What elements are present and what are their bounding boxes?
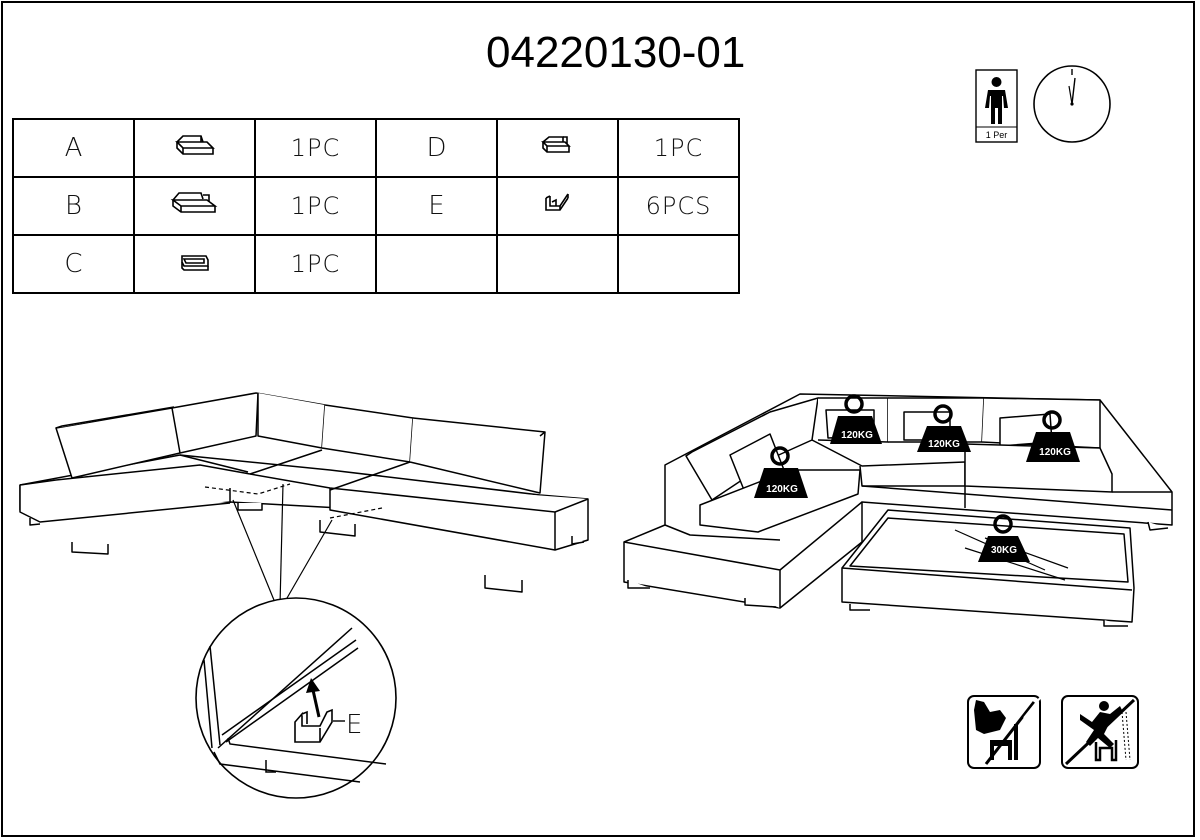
corner-sofa-section-icon [133, 234, 256, 294]
weight-limit-label: 120KG [1039, 447, 1071, 458]
weight-limit-icon [978, 514, 1030, 562]
part-letter: B [12, 176, 135, 236]
weight-limit-icon [754, 446, 808, 498]
ottoman-section-icon [496, 118, 619, 178]
detail-callout-lines [232, 483, 333, 606]
no-jumping-on-seat-icon [1061, 695, 1139, 769]
document-code: 04220130-01 [486, 28, 746, 77]
parts-row: A 1PC D 1PC [12, 118, 740, 178]
weight-limit-label: 30KG [991, 545, 1017, 556]
connector-position-lines [204, 483, 383, 519]
sectional-sofa-drawing [19, 392, 589, 593]
part-letter: E [375, 176, 498, 236]
weight-limit-label: 120KG [928, 439, 960, 450]
empty-cell [617, 234, 740, 294]
detail-magnifier [195, 597, 397, 799]
parts-row: C 1PC [12, 234, 740, 294]
no-standing-on-seat-icon [967, 695, 1041, 769]
armless-sofa-section-icon [133, 118, 256, 178]
empty-cell [496, 234, 619, 294]
part-quantity: 1PC [254, 118, 377, 178]
parts-row: B 1PC E 6PCS [12, 176, 740, 236]
part-quantity: 1PC [254, 176, 377, 236]
empty-cell [375, 234, 498, 294]
u-connector-bracket-icon [294, 708, 333, 743]
clock-icon [1033, 65, 1111, 143]
weight-limit-label: 120KG [841, 430, 873, 441]
insert-arrow-icon [306, 678, 321, 718]
part-letter: C [12, 234, 135, 294]
part-letter: D [375, 118, 498, 178]
part-letter: A [12, 118, 135, 178]
weight-limit-label: 120KG [766, 484, 798, 495]
part-quantity: 1PC [617, 118, 740, 178]
person-icon [975, 69, 1018, 143]
detail-callout-label: E [346, 710, 362, 740]
one-arm-sofa-section-icon [133, 176, 256, 236]
weight-limit-icon [830, 394, 882, 444]
people-label: 1 Per [986, 130, 1008, 140]
part-quantity: 1PC [254, 234, 377, 294]
weight-limit-icon [917, 404, 971, 452]
parts-table: A 1PC D 1PC B [12, 118, 740, 294]
u-connector-bracket-icon [496, 176, 619, 236]
sofa-weight-capacity-drawing [623, 393, 1173, 627]
part-quantity: 6PCS [617, 176, 740, 236]
weight-limit-icon [1026, 410, 1080, 462]
